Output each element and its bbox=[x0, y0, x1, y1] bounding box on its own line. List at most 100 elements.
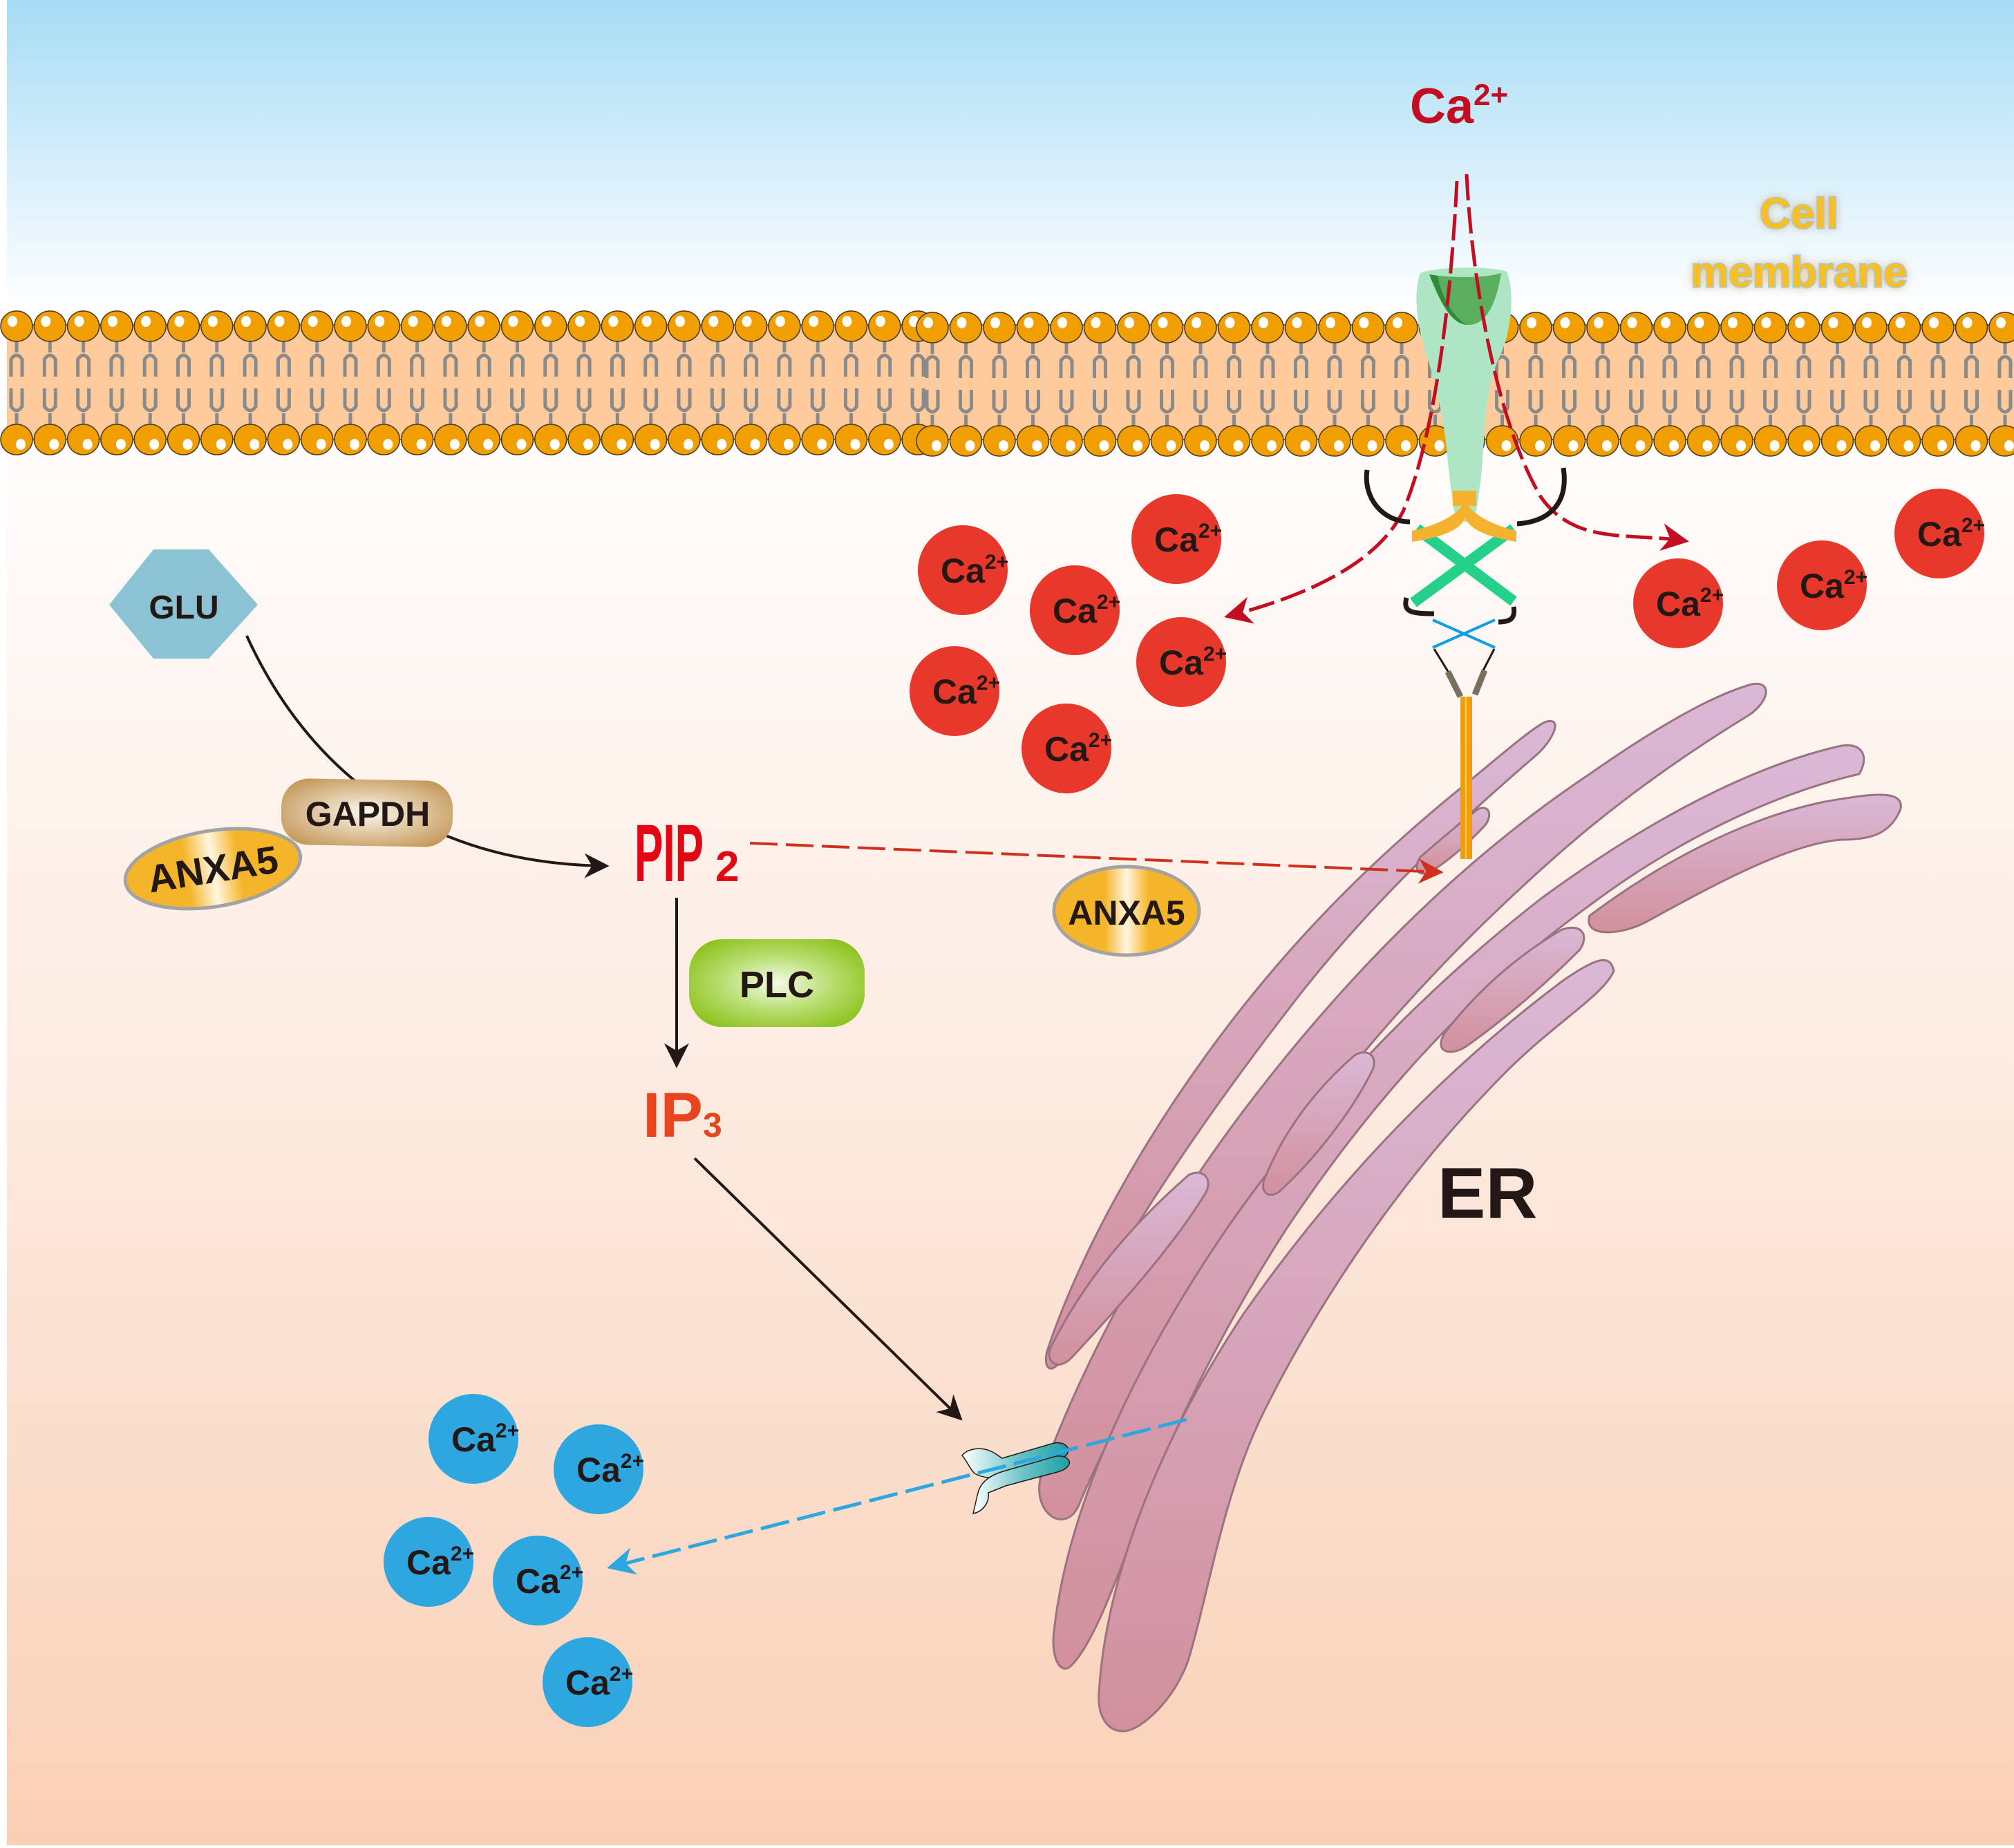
lipid-head-bottom bbox=[734, 424, 768, 455]
lipid-tail-top bbox=[510, 341, 525, 377]
stim-orai-complex bbox=[1364, 467, 1567, 699]
lipid-head-top bbox=[1720, 312, 1753, 343]
red-calcium-ion: Ca2+ bbox=[918, 525, 1008, 615]
lipid-tail-bottom bbox=[276, 388, 291, 425]
lipid-head-top bbox=[1519, 312, 1552, 343]
lipid-molecule bbox=[1653, 312, 1686, 457]
lipid-tail-top bbox=[1595, 342, 1610, 378]
red-calcium-ion: Ca2+ bbox=[1633, 558, 1724, 648]
lipid-molecule bbox=[1586, 312, 1619, 457]
cell-membrane-label-line2: membrane bbox=[1691, 249, 1908, 296]
er-cisterna-4 bbox=[1098, 959, 1615, 1733]
lipid-tail-top bbox=[176, 341, 191, 377]
lipid-tail-top bbox=[777, 341, 792, 377]
lipid-tail-top bbox=[710, 341, 725, 377]
released-calcium-cluster: Ca2+Ca2+Ca2+Ca2+Ca2+ bbox=[384, 1394, 644, 1727]
lipid-molecule bbox=[400, 310, 434, 455]
lipid-tail-top bbox=[643, 341, 659, 377]
lipid-molecule bbox=[467, 310, 500, 455]
plc-pill bbox=[689, 939, 865, 1027]
lipid-molecule bbox=[916, 312, 949, 457]
ion-label: Ca2+ bbox=[941, 551, 1008, 590]
lipid-tail-bottom bbox=[992, 390, 1007, 426]
anxa5-node-right: ANXA5 bbox=[1052, 865, 1201, 957]
stim-stalk bbox=[1460, 697, 1472, 859]
lipid-tail-top bbox=[1260, 342, 1275, 378]
blue-calcium-ion: Ca2+ bbox=[543, 1637, 633, 1727]
lipid-molecule bbox=[1955, 312, 1988, 457]
lipid-tail-top bbox=[844, 341, 858, 377]
lipid-tail-bottom bbox=[443, 388, 458, 425]
lipid-tail-bottom bbox=[1562, 390, 1577, 426]
lipid-tail-bottom bbox=[576, 388, 592, 425]
gapdh-label: GAPDH bbox=[305, 795, 431, 833]
lipid-head-bottom bbox=[1586, 425, 1619, 457]
lipid-tail-bottom bbox=[1160, 390, 1174, 426]
lipid-molecule bbox=[1217, 312, 1251, 457]
lipid-head-bottom bbox=[1016, 425, 1050, 457]
ion-circle bbox=[1777, 540, 1867, 630]
lipid-head-bottom bbox=[1318, 425, 1351, 457]
lipid-head-top bbox=[300, 310, 334, 342]
lipid-head-top bbox=[1686, 312, 1720, 343]
linker-left bbox=[1364, 469, 1411, 525]
lipid-molecule bbox=[434, 310, 467, 455]
lipid-tail-bottom bbox=[1796, 390, 1811, 426]
lipid-head-top bbox=[1619, 312, 1653, 343]
lipid-head-bottom bbox=[801, 424, 834, 455]
lipid-molecule bbox=[868, 310, 901, 455]
er-cisterna-5 bbox=[1588, 793, 1902, 934]
lipid-head-top bbox=[567, 310, 601, 342]
lipid-molecule bbox=[1050, 312, 1083, 457]
lipid-head-bottom bbox=[983, 425, 1016, 457]
lipid-head-top bbox=[1083, 312, 1117, 343]
red-calcium-ion: Ca2+ bbox=[1131, 494, 1222, 584]
lipid-tail-bottom bbox=[176, 388, 191, 425]
lipid-head-bottom bbox=[634, 424, 668, 455]
red-calcium-ion: Ca2+ bbox=[1022, 704, 1112, 793]
blue-strand-b bbox=[1432, 619, 1496, 649]
lipid-molecule bbox=[949, 312, 983, 457]
lipid-molecule bbox=[1284, 312, 1318, 457]
lipid-molecule bbox=[1318, 312, 1351, 457]
lipid-head-bottom bbox=[1787, 425, 1820, 457]
lipid-tail-bottom bbox=[1495, 390, 1509, 426]
lipid-head-top bbox=[267, 310, 301, 342]
lipid-molecule bbox=[334, 310, 367, 455]
lipid-head-top bbox=[1050, 312, 1083, 343]
lipid-tail-bottom bbox=[42, 388, 57, 425]
lipid-head-top bbox=[400, 310, 434, 342]
lipid-tail-top bbox=[1394, 342, 1409, 378]
lipid-tail-top bbox=[1763, 342, 1778, 378]
ion-circle bbox=[493, 1536, 583, 1625]
ip3-to-receptor-arrow bbox=[693, 1157, 963, 1421]
lipid-head-bottom bbox=[1351, 425, 1385, 457]
lipid-tail-bottom bbox=[410, 388, 425, 425]
lipid-tail-bottom bbox=[76, 388, 91, 425]
lipid-molecule bbox=[100, 310, 133, 455]
lipid-head-bottom bbox=[601, 424, 634, 455]
ion-label: Ca2+ bbox=[516, 1561, 583, 1601]
lipid-head-top bbox=[1820, 312, 1854, 343]
lipid-head-bottom bbox=[768, 424, 801, 455]
ion-label: Ca2+ bbox=[1917, 514, 1985, 554]
lipid-tail-bottom bbox=[1026, 390, 1040, 426]
lipid-head-top bbox=[1753, 312, 1787, 343]
lipid-tail-top bbox=[42, 341, 57, 377]
lipid-tail-top bbox=[1897, 342, 1912, 378]
influx-arrow-left bbox=[1224, 180, 1459, 624]
lipid-tail-top bbox=[1796, 342, 1811, 378]
lipid-molecule bbox=[1552, 312, 1586, 457]
lipid-molecule bbox=[983, 312, 1016, 457]
lipid-tail-top bbox=[925, 342, 940, 378]
lipid-tail-top bbox=[992, 342, 1007, 378]
lipid-tail-top bbox=[310, 341, 325, 377]
lipid-molecule bbox=[701, 310, 735, 455]
lipid-tail-bottom bbox=[1528, 390, 1543, 426]
lipid-head-bottom bbox=[1888, 425, 1921, 457]
lipid-tail-top bbox=[610, 341, 625, 377]
lipid-head-top bbox=[367, 310, 401, 342]
lipid-molecule bbox=[1888, 312, 1921, 457]
lipid-molecule bbox=[1117, 312, 1150, 457]
